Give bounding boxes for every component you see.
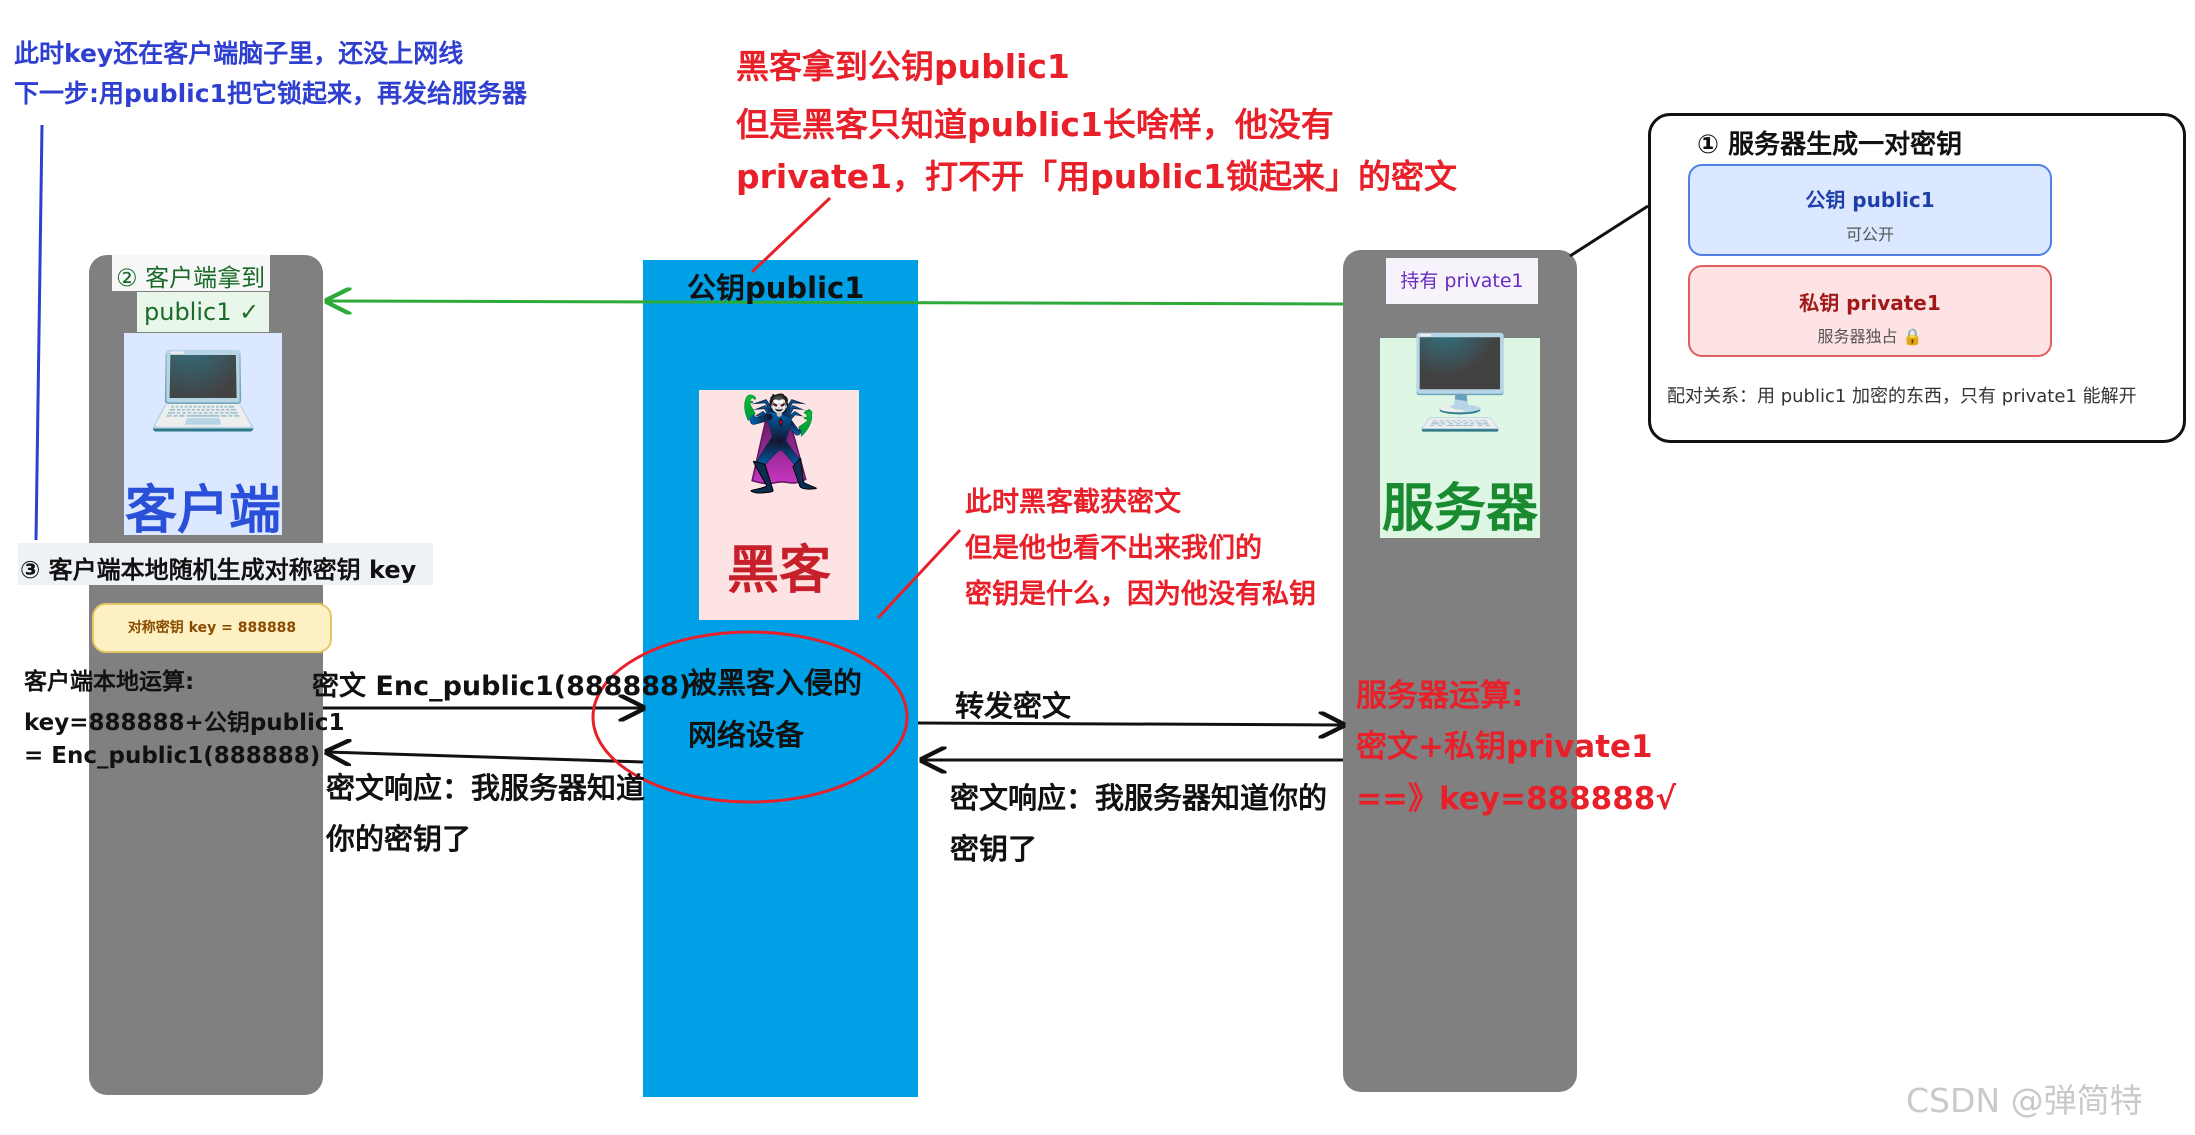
cipher-send-label: 密文 Enc_public1(888888)	[312, 671, 692, 702]
client-step2-line2: public1 ✓	[144, 298, 260, 326]
client-card	[124, 333, 282, 535]
hacker-card	[699, 390, 859, 620]
response-left-line1: 密文响应：我服务器知道	[326, 771, 646, 805]
server-calc-line3: ==》key=888888√	[1356, 781, 1677, 817]
network-device-line2: 网络设备	[688, 718, 805, 752]
hacker-note-line2: 但是黑客只知道public1长啥样，他没有	[736, 105, 1334, 144]
forward-arrow	[917, 723, 1343, 725]
private-key-card	[1688, 265, 2052, 357]
client-step3: ③ 客户端本地随机生成对称密钥 key	[20, 556, 417, 584]
server-icon: 🖥️	[1403, 330, 1517, 435]
client-step3-bg	[18, 543, 433, 585]
server-calc-line2: 密文+私钥private1	[1356, 729, 1653, 765]
response-left-arrow	[327, 752, 644, 762]
client-step2-badge	[137, 292, 269, 332]
top-note-line1: 此时key还在客户端脑子里，还没上网线	[14, 39, 464, 68]
response-right-line2: 密钥了	[950, 832, 1038, 866]
intercept-note-line3: 密钥是什么，因为他没有私钥	[965, 579, 1316, 610]
laptop-icon: 💻	[146, 330, 260, 435]
private-key-title: 私钥 private1	[1799, 291, 1941, 315]
hacker-label: 黑客	[726, 541, 831, 601]
server-holds-badge: 持有 private1	[1386, 258, 1538, 304]
intercept-note-pointer	[876, 528, 962, 620]
private-key-sub: 服务器独占 🔒	[1817, 327, 1923, 346]
client-step2-line1: ② 客户端拿到	[116, 264, 266, 292]
watermark: CSDN @弹简特	[1906, 1081, 2143, 1120]
network-device-line1: 被黑客入侵的	[688, 666, 863, 700]
server-calc-line1: 服务器运算:	[1356, 678, 1524, 714]
client-step2-bg	[112, 255, 270, 291]
client-calc-line3: = Enc_public1(888888)	[24, 743, 321, 769]
public-key-card	[1688, 164, 2052, 256]
public-key-title: 公钥 public1	[1805, 188, 1935, 212]
public-key-arrow	[327, 301, 1344, 304]
client-calc-line2: key=888888+公钥public1	[24, 710, 345, 736]
public-key-sub: 可公开	[1845, 225, 1894, 244]
response-left-line2: 你的密钥了	[326, 822, 472, 856]
key-badge: 对称密钥 key = 888888	[92, 603, 332, 653]
intercept-ellipse	[591, 630, 909, 804]
keypair-relation: 配对关系：用 public1 加密的东西，只有 private1 能解开	[1667, 386, 2137, 407]
client-calc-line1: 客户端本地运算:	[24, 669, 195, 695]
server-card	[1380, 338, 1540, 538]
top-note-line2: 下一步:用public1把它锁起来，再发给服务器	[14, 79, 527, 108]
callout-pointer	[1569, 204, 1649, 258]
hacker-note-line3: private1，打不开「用public1锁起来」的密文	[736, 157, 1457, 196]
intercept-note-line2: 但是他也看不出来我们的	[965, 533, 1262, 564]
hacker-note-line1: 黑客拿到公钥public1	[736, 47, 1070, 86]
network-title: 公钥public1	[687, 271, 865, 305]
blue-guide-line	[34, 124, 44, 541]
response-right-line1: 密文响应：我服务器知道你的	[950, 781, 1328, 815]
forward-label: 转发密文	[955, 689, 1072, 723]
intercept-note-line1: 此时黑客截获密文	[965, 487, 1181, 518]
hacker-icon: 🦹	[722, 392, 836, 497]
hacker-note-pointer	[750, 196, 832, 274]
keypair-title: ① 服务器生成一对密钥	[1697, 130, 1963, 160]
server-label: 服务器	[1381, 479, 1538, 539]
client-label: 客户端	[124, 481, 281, 541]
